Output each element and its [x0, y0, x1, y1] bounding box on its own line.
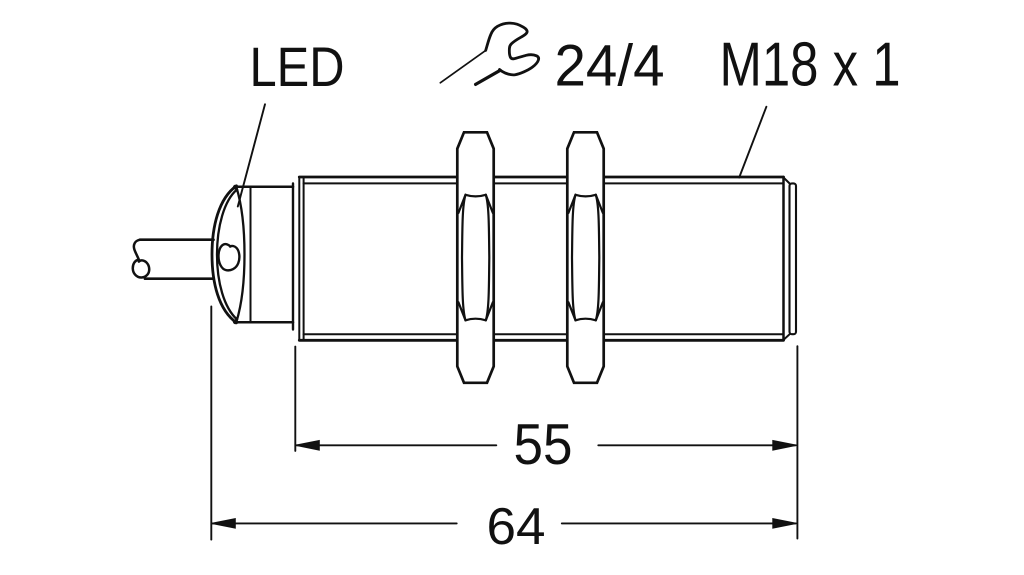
svg-text:55: 55	[514, 413, 573, 477]
svg-text:64: 64	[487, 498, 546, 556]
svg-text:24/4: 24/4	[555, 34, 665, 99]
svg-text:LED: LED	[250, 35, 345, 98]
svg-text:M18 x 1: M18 x 1	[720, 31, 901, 100]
